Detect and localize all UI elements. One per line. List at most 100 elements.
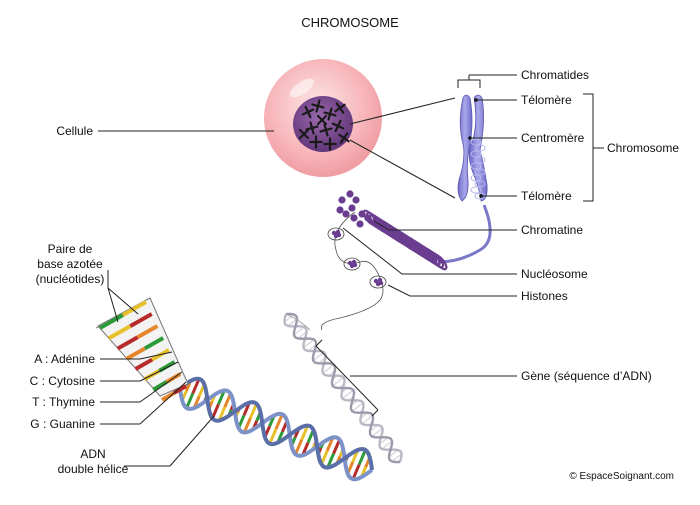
base-pair [185,392,195,409]
base-pair [249,403,258,419]
nucleosome-wrap [327,227,345,241]
label-chromosome: Chromosome [607,141,679,155]
nucleus-chromosome [323,107,337,121]
nucleosome-bead [364,214,372,222]
ladder-base [116,335,139,351]
ladder-base [122,300,147,317]
nucleus-chromosome [298,128,310,140]
gene-rung [361,414,374,425]
ladder-base [152,380,168,392]
label-paire-3: (nucléotides) [36,272,105,286]
nucleus-chromosome [311,99,325,113]
nucleus-chromosome [323,137,337,151]
nucleosome-wrap [343,257,361,271]
label-cytosine: C : Cytosine [30,374,96,388]
ladder-base [125,346,146,361]
gene-rung [283,313,295,323]
bead-chain [336,190,372,228]
gene-dna-helix [283,312,403,464]
zoom-line-top [349,97,456,125]
base-pair [217,389,226,405]
gene-rung [303,338,315,349]
chromatin-loop [474,168,486,176]
gene-bracket [315,345,379,411]
label-cellule: Cellule [56,124,93,138]
histone [352,262,358,268]
chromatid-left [457,94,473,202]
nucleus-chromosome [319,123,333,137]
gene-rung [287,318,298,327]
label-nucleosome: Nucléosome [521,267,588,281]
nucleosomes [327,227,387,289]
nucleus-chromosome [301,105,315,119]
nucleosome-bead [346,190,354,198]
cell [264,59,382,177]
nucleosome-bead [348,204,356,212]
nucleosome-bead [358,210,366,218]
base-pair [191,378,201,395]
gene-rung [378,436,389,445]
label-chromatine: Chromatine [521,223,583,237]
base-pair [357,449,367,466]
ladder-base [136,324,159,340]
gene-rung [293,326,305,336]
nucleus-chromosome [338,132,350,144]
gene-tail [285,313,311,331]
ladder-base [99,313,124,330]
nucleosome-bead [342,210,350,218]
chromatin-loop [470,186,482,194]
ladder-base [129,312,153,328]
ladder-base [134,357,154,371]
base-pair [332,439,341,455]
label-adn-2: double hélice [58,462,129,476]
chromatides-bracket [457,79,481,88]
base-pair [294,439,303,455]
chromatin-loop [474,156,486,164]
label-telomere-top: Télomère [521,93,572,107]
gene-rung [312,351,325,362]
nucleosome-bead [336,206,344,214]
chromatin-loop [470,162,482,170]
gene-rung [341,389,354,400]
nucleosome-bead [350,214,358,222]
nucleus-chromosome [331,119,345,133]
chromosome [457,94,488,202]
base-pair [268,428,278,445]
chromatin-fiber [437,204,492,264]
ladder-base [172,384,188,395]
nucleus-chromosome [316,114,328,126]
nucleosome-bead [352,196,360,204]
label-thymine: T : Thymine [32,395,95,409]
base-pair [351,463,361,480]
label-paire-2: base azotée [37,257,103,271]
gene-rung [297,331,308,340]
chromosome-bracket [583,93,594,202]
histone [378,280,384,286]
ladder-base [158,360,176,373]
chromatin-loop [470,138,482,146]
ladder-base [107,324,132,341]
ladder-base [143,336,165,351]
label-adenine: A : Adénine [34,352,95,366]
nucleosome-bead [338,196,346,204]
chromatin-coil [362,209,448,271]
chromatin-loop [474,144,486,152]
diagram-title: CHROMOSOME [301,15,399,30]
gene-strand [285,312,401,464]
coil-turn [432,253,448,271]
nucleosome-bead [356,220,364,228]
label-centromere: Centromère [521,131,585,145]
backbone-strand [178,387,374,482]
credit: © EspaceSoignant.com [569,471,674,482]
gene-rung [388,449,399,458]
histone [336,232,342,238]
base-pair-ladder [95,297,189,402]
base-pair [300,424,310,441]
base-pair [326,453,335,469]
chromatin-loop [470,174,482,182]
label-chromatides: Chromatides [521,68,589,82]
chromatin-loop [474,180,486,188]
gene-rung [391,453,403,463]
chromatin [321,190,492,331]
